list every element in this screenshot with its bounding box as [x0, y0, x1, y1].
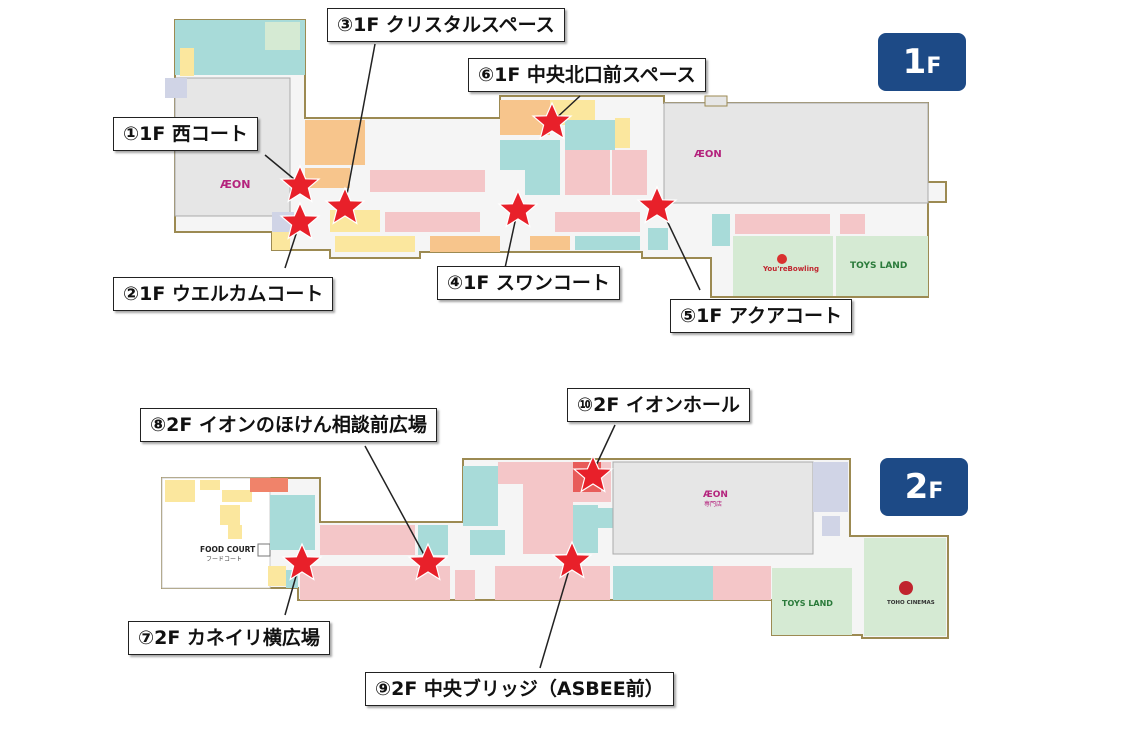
- spot-label-2[interactable]: ②1F ウエルカムコート: [113, 277, 334, 311]
- floor-1f-plan: [165, 19, 947, 298]
- food-court-sub-label: フードコート: [206, 556, 242, 563]
- food-court-label: FOOD COURT: [200, 545, 256, 554]
- aeon-main-logo-2f: ÆON: [703, 490, 728, 500]
- spot-label-8[interactable]: ⑧2F イオンのほけん相談前広場: [140, 408, 437, 442]
- spot-label-9[interactable]: ⑨2F 中央ブリッジ（ASBEE前）: [365, 672, 674, 706]
- aeon-main-logo-1f: ÆON: [694, 149, 722, 160]
- spot-label-6[interactable]: ⑥1F 中央北口前スペース: [468, 58, 706, 92]
- toys-land-1f-area: [836, 236, 928, 296]
- toys-land-logo-2f: TOYS LAND: [782, 599, 833, 608]
- toys-land-2f-area: [772, 568, 852, 635]
- spot-label-7[interactable]: ⑦2F カネイリ横広場: [128, 621, 330, 655]
- spot-label-3[interactable]: ③1F クリスタルスペース: [327, 8, 565, 42]
- toys-land-logo-1f: TOYS LAND: [850, 261, 907, 271]
- bowling-area: [733, 236, 833, 296]
- floor-badge-2f: 2F: [880, 458, 968, 516]
- floor-2f-plan: [161, 458, 949, 639]
- cinema-logo: TOHO CINEMAS: [887, 600, 935, 606]
- spot-label-10[interactable]: ⑩2F イオンホール: [567, 388, 750, 422]
- spot-label-1[interactable]: ①1F 西コート: [113, 117, 258, 151]
- aeon-main-store-1f: [663, 102, 929, 204]
- spot-label-5[interactable]: ⑤1F アクアコート: [670, 299, 852, 333]
- bowling-logo: You'reBowling: [762, 265, 819, 273]
- aeon-west-logo: ÆON: [220, 178, 251, 191]
- aeon-main-sub-2f: 専門店: [704, 500, 722, 508]
- spot-label-4[interactable]: ④1F スワンコート: [437, 266, 620, 300]
- cinema-logo-icon: [899, 581, 913, 595]
- floor-badge-1f: 1F: [878, 33, 966, 91]
- aeon-main-store-2f: [612, 461, 814, 555]
